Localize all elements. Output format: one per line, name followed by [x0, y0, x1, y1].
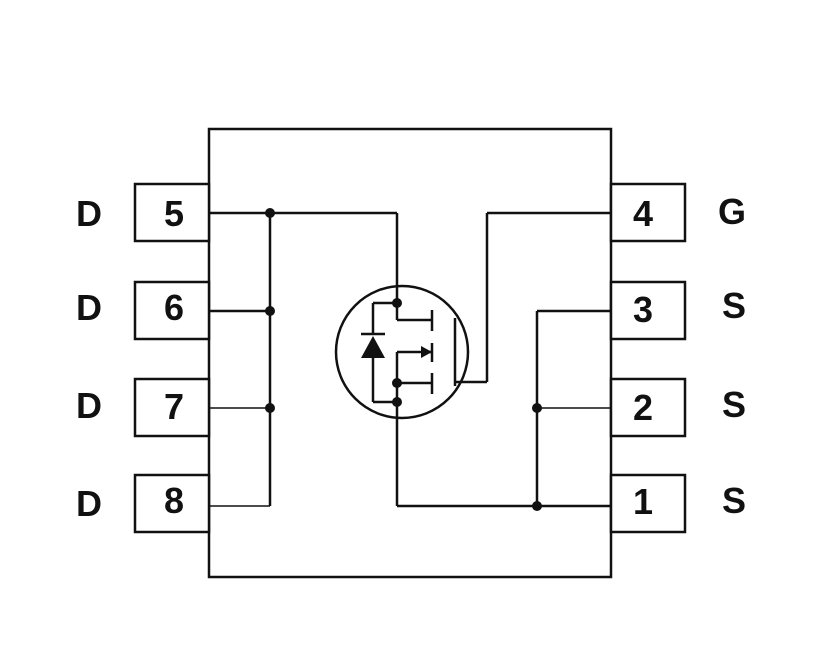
pin-function-2: S	[722, 384, 746, 425]
pin-function-6: D	[76, 287, 102, 328]
pin-function-1: S	[722, 480, 746, 521]
pin-tab-6	[133, 280, 211, 341]
mosfet-symbol-icon	[334, 284, 470, 420]
drain-net	[209, 208, 399, 507]
pin-tab-3	[609, 280, 687, 341]
pin-tab-8	[133, 473, 211, 534]
pin-function-5: D	[76, 193, 102, 234]
pin-tab-1	[609, 473, 687, 534]
pin-function-3: S	[722, 285, 746, 326]
pin-function-8: D	[76, 483, 102, 524]
pin-number-7: 7	[164, 386, 184, 427]
pin-tab-5	[133, 182, 211, 243]
pin-number-1: 1	[633, 481, 653, 522]
pin-number-2: 2	[633, 387, 653, 428]
pin-function-7: D	[76, 385, 102, 426]
pin-number-4: 4	[633, 193, 653, 234]
source-net	[395, 309, 611, 511]
pin-number-3: 3	[633, 289, 653, 330]
body-diode-icon	[361, 301, 397, 404]
pin-function-4: G	[718, 191, 746, 232]
pin-number-5: 5	[164, 193, 184, 234]
pin-number-6: 6	[164, 287, 184, 328]
pin-number-8: 8	[164, 480, 184, 521]
